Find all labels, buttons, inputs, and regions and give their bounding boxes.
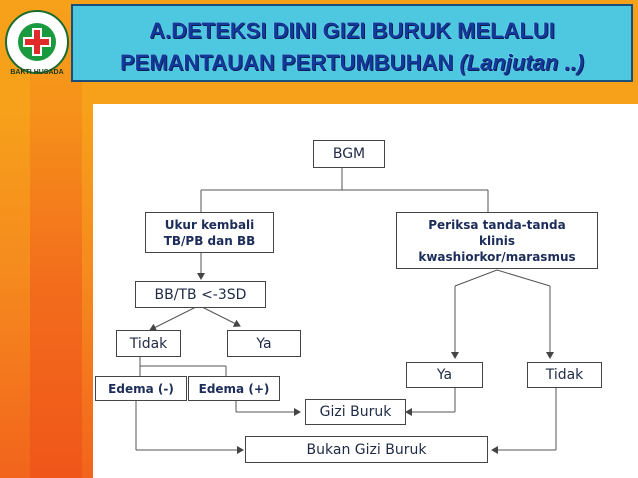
title-line-1: A.DETEKSI DINI GIZI BURUK MELALUI (149, 18, 555, 43)
node-edema-positive: Edema (+) (188, 376, 280, 401)
arrow-bbtb-tidak (149, 306, 197, 331)
connector-periksa-right (496, 269, 551, 287)
node-ukur-kembali: Ukur kembali TB/PB dan BB (145, 212, 274, 253)
node-periksa-tanda: Periksa tanda-tanda klinis kwashiorkor/m… (396, 212, 598, 269)
connector-periksa-left (454, 269, 498, 287)
bakti-husada-logo: BAKTI HUSADA (5, 10, 69, 76)
node-bbtb: BB/TB <-3SD (135, 281, 266, 308)
node-ya-right: Ya (406, 362, 483, 388)
node-tidak-left: Tidak (116, 330, 181, 357)
title-line-2-italic: (Lanjutan ..) (459, 50, 585, 75)
title-line-2: PEMANTAUAN PERTUMBUHAN (Lanjutan ..) (73, 50, 631, 76)
node-gizi-buruk: Gizi Buruk (305, 399, 406, 425)
title-banner: A.DETEKSI DINI GIZI BURUK MELALUI PEMANT… (71, 4, 633, 82)
arrow-bbtb-ya (201, 306, 241, 327)
logo-text: BAKTI HUSADA (10, 69, 63, 76)
node-tidak-right: Tidak (527, 362, 602, 388)
node-ya-left: Ya (227, 330, 301, 357)
node-edema-negative: Edema (-) (95, 376, 187, 401)
node-bukan-gizi-buruk: Bukan Gizi Buruk (245, 436, 488, 463)
title-line-2-main: PEMANTAUAN PERTUMBUHAN (119, 50, 454, 75)
node-bgm: BGM (313, 140, 385, 168)
